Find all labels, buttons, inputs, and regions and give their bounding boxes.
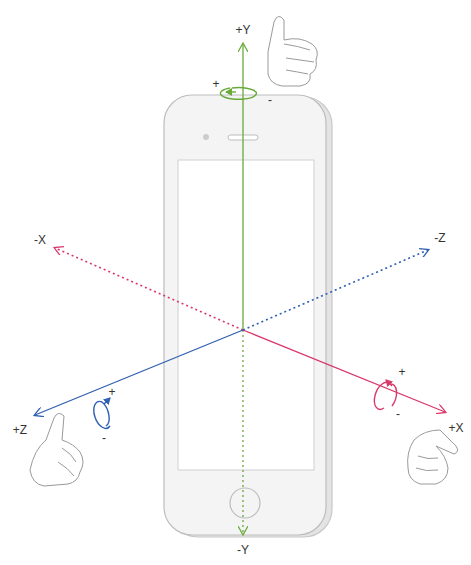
- axis-label: +X: [448, 422, 463, 434]
- z-rotation-arc: [94, 401, 110, 428]
- y-axis: [242, 44, 243, 330]
- hand-figures: [30, 16, 458, 486]
- y-rotation-arc: [220, 88, 256, 100]
- rotation-sign: -: [102, 432, 106, 444]
- phone: [164, 95, 332, 537]
- rotation-sign: +: [212, 78, 219, 90]
- x-rotation-arc: [374, 382, 396, 409]
- x-axis-negative: [55, 248, 243, 330]
- rotation-sign: +: [108, 386, 115, 398]
- y-rotation-head: [226, 91, 236, 92]
- axis-label: -Y: [237, 544, 249, 556]
- axis-label: +Z: [13, 424, 27, 436]
- axis-label: +Y: [235, 24, 250, 36]
- x-axis: [243, 330, 445, 412]
- rotation-sign: +: [398, 366, 405, 378]
- axis-label: -Z: [434, 232, 445, 244]
- z-axis: [35, 330, 243, 415]
- axis-label: -X: [34, 234, 46, 246]
- z-axis-negative: [243, 250, 428, 330]
- x-rotation-head: [386, 380, 392, 386]
- rotation-sign: -: [268, 94, 272, 106]
- y-axis-negative: [242, 330, 243, 534]
- z-rotation-head: [104, 398, 110, 404]
- rotation-sign: -: [396, 408, 400, 420]
